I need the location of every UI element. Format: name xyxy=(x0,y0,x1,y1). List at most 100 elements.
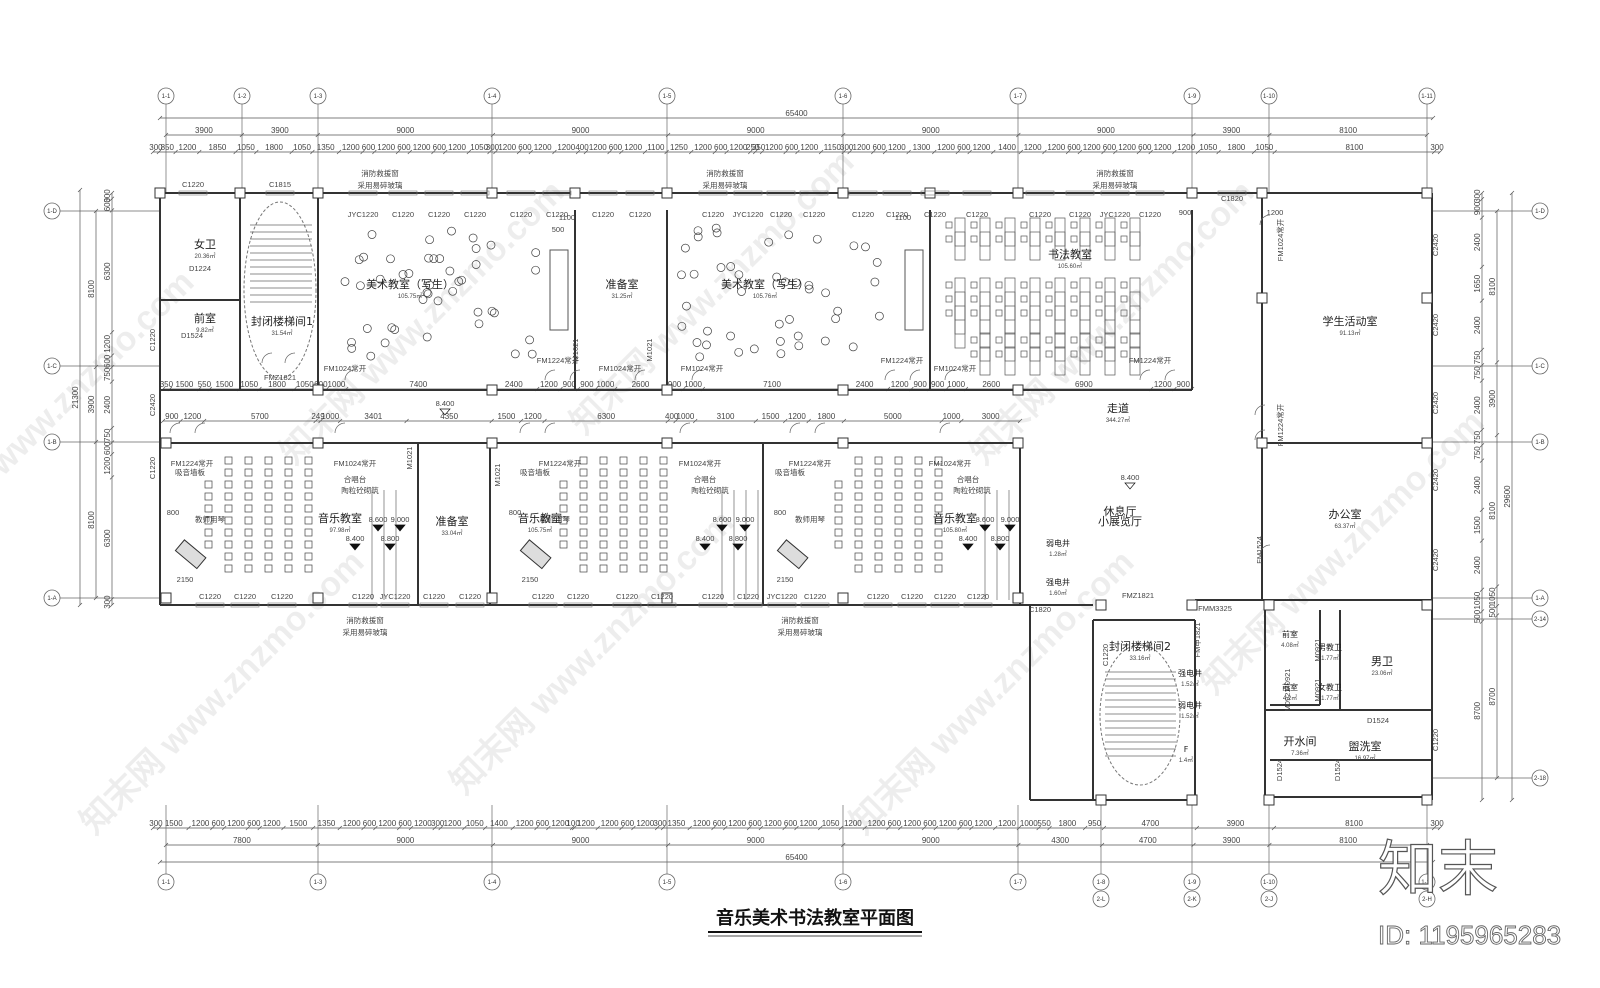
structural-column xyxy=(160,592,172,604)
art-stool xyxy=(791,278,801,288)
structural-column xyxy=(1012,187,1024,199)
room-name: 美术教室（写生） xyxy=(721,277,809,291)
music-seat xyxy=(224,504,233,513)
dimension-tick xyxy=(336,149,342,155)
window-glass xyxy=(897,602,927,608)
dimension-value: 1200 xyxy=(903,819,921,828)
dimension-tick xyxy=(746,825,752,831)
room-name: 音乐教室 xyxy=(318,511,362,525)
music-seat xyxy=(874,504,883,513)
music-seat xyxy=(559,540,568,549)
room: 前室9.82㎡ xyxy=(194,311,216,334)
art-stool xyxy=(404,269,414,278)
music-seat xyxy=(934,528,943,537)
room-name: 封闭楼梯间1 xyxy=(251,314,313,328)
art-stool xyxy=(726,262,736,271)
music-seat xyxy=(304,468,313,477)
dimension-value: 600 xyxy=(362,143,376,152)
dimension-tick xyxy=(759,149,765,155)
music-seat xyxy=(894,552,903,561)
axis-label: 1-5 xyxy=(663,880,672,886)
art-stool xyxy=(821,288,830,298)
dimension-tick xyxy=(1437,149,1443,155)
dimension-value: 1200 xyxy=(378,819,396,828)
calligraphy-desk xyxy=(1029,277,1041,321)
music-seat xyxy=(659,516,668,525)
dimension-value: 5700 xyxy=(251,412,269,421)
watermark-text: 知末网 www.znzmo.com xyxy=(73,543,371,841)
window-glass xyxy=(1217,190,1247,196)
dimension-value: 2400 xyxy=(103,395,112,413)
door-label: FMM3325 xyxy=(1198,604,1232,613)
image-id: ID: 1195965283 xyxy=(1378,920,1561,950)
music-seat xyxy=(304,552,313,561)
room-area: 4.2㎡ xyxy=(1283,694,1297,702)
dimension-value: 1350 xyxy=(668,819,686,828)
calligraphy-desk xyxy=(979,231,991,261)
music-seat xyxy=(934,504,943,513)
music-seat xyxy=(599,528,608,537)
music-seat xyxy=(854,528,863,537)
dimension-value: 550 xyxy=(198,380,212,389)
axis-label: 1-6 xyxy=(839,880,848,886)
dimension-tick xyxy=(109,190,115,196)
window-label: C1220 xyxy=(924,210,946,219)
room-area: 7.36㎡ xyxy=(1291,749,1309,757)
window-label: C1220 xyxy=(464,210,486,219)
music-seat xyxy=(559,516,568,525)
calligraphy-chair xyxy=(1045,309,1053,317)
art-stool xyxy=(386,254,395,264)
dimension-value: 900 xyxy=(563,380,577,389)
calligraphy-desk xyxy=(1129,231,1141,261)
dimension-tick xyxy=(109,379,115,384)
dimension-tick xyxy=(1479,378,1485,383)
dimension-tick xyxy=(1479,215,1485,220)
art-stool xyxy=(457,275,466,285)
dimension-value: 1050 xyxy=(1199,143,1217,152)
room-name: 走道 xyxy=(1107,401,1129,415)
annotation: 800 xyxy=(167,508,180,517)
window-glass xyxy=(348,602,378,608)
dimension-tick xyxy=(1479,442,1485,448)
dimension-tick xyxy=(654,825,660,831)
dimension-value: 1200 xyxy=(589,143,607,152)
music-seat xyxy=(224,480,233,489)
music-seat xyxy=(224,468,233,477)
music-seat xyxy=(639,552,648,561)
music-seat xyxy=(304,492,313,501)
dimension-tick xyxy=(687,825,692,831)
annotation: 消防救援窗 xyxy=(346,615,384,625)
dimension-tick xyxy=(534,825,539,831)
art-stool xyxy=(425,235,434,245)
music-seat xyxy=(304,456,313,465)
door-label: FM1224常开 xyxy=(539,459,582,468)
dimension-value: 1200 xyxy=(1118,143,1136,152)
calligraphy-desk xyxy=(954,305,966,349)
window-label: D1224 xyxy=(189,264,211,273)
axis-bubble xyxy=(1260,890,1278,908)
axis-bubble xyxy=(658,873,676,891)
axis-bubble xyxy=(1531,589,1549,607)
art-stool xyxy=(848,342,858,352)
dimension-value: 300 xyxy=(103,189,112,203)
dimension-value: 9000 xyxy=(396,836,414,845)
art-stool xyxy=(681,243,690,253)
dimension-tick xyxy=(1082,825,1088,831)
window-glass xyxy=(195,602,225,608)
axis-bubble xyxy=(658,87,676,105)
annotation: 消防救援窗 xyxy=(706,168,744,178)
dimension-tick xyxy=(665,418,671,424)
dimension-tick xyxy=(1430,115,1436,121)
dimension-value: 1200 xyxy=(800,143,818,152)
calligraphy-chair xyxy=(995,295,1003,303)
annotation: 800 xyxy=(774,508,787,517)
window-glass xyxy=(863,602,893,608)
annotation: 2150 xyxy=(522,575,539,584)
